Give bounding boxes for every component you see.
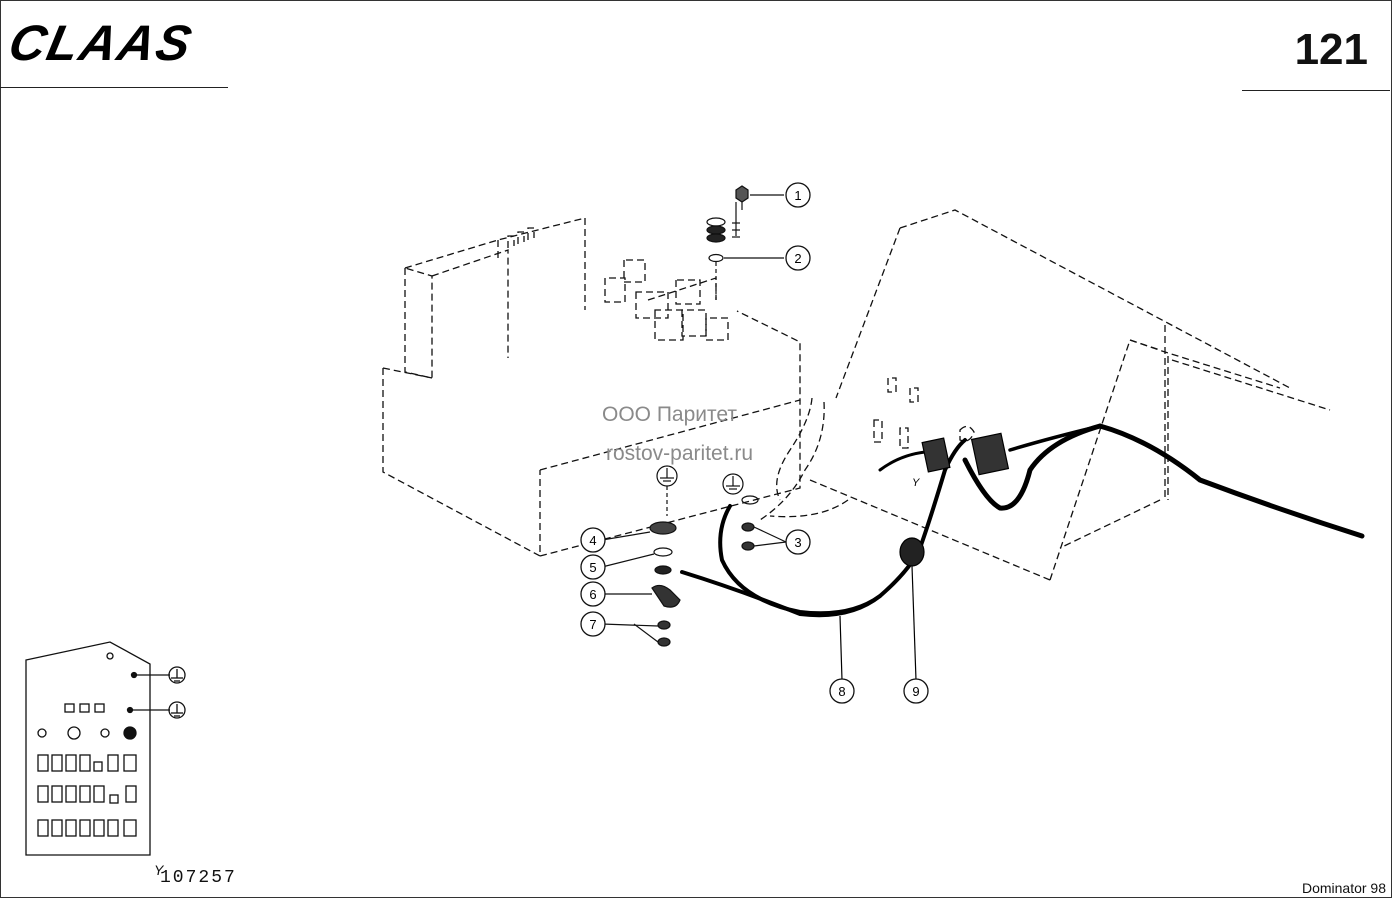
watermark-company: ООО Паритет bbox=[602, 403, 738, 426]
callout-2 bbox=[785, 245, 811, 271]
callout-9 bbox=[903, 678, 929, 704]
wiring-harness bbox=[680, 423, 1365, 618]
cab-wall-outline bbox=[809, 209, 1331, 581]
callout-4 bbox=[580, 527, 606, 553]
part-terminal-stack bbox=[601, 521, 681, 647]
callout-7-label: 7 bbox=[589, 617, 596, 632]
model-name: Dominator 98 bbox=[1301, 880, 1386, 896]
callout-3-label: 3 bbox=[794, 535, 801, 550]
part-screw-stack bbox=[706, 185, 784, 300]
inset-panel bbox=[25, 641, 186, 856]
control-box-outline bbox=[382, 217, 801, 558]
callouts bbox=[580, 182, 929, 704]
callout-4-label: 4 bbox=[589, 533, 596, 548]
callout-2-label: 2 bbox=[794, 251, 801, 266]
callout-8 bbox=[829, 678, 855, 704]
callout-1-label: 1 bbox=[794, 188, 801, 203]
page-number: 121 bbox=[1294, 25, 1368, 74]
callout-5-label: 5 bbox=[589, 560, 596, 575]
earth-symbol-b bbox=[722, 473, 744, 495]
callout-3 bbox=[785, 529, 811, 555]
callout-9-label: 9 bbox=[912, 684, 919, 699]
callout-8-label: 8 bbox=[838, 684, 845, 699]
callout-5 bbox=[580, 554, 606, 580]
header-rule-right bbox=[1242, 90, 1390, 91]
connectors bbox=[839, 432, 1010, 681]
inset-mark: Y bbox=[154, 862, 164, 878]
connector-mark: Y bbox=[912, 477, 920, 489]
callout-6 bbox=[580, 581, 606, 607]
callout-6-label: 6 bbox=[589, 587, 596, 602]
earth-symbol-a bbox=[656, 465, 678, 516]
callout-7 bbox=[580, 611, 606, 637]
callout-1 bbox=[785, 182, 811, 208]
drawing-code: 107257 bbox=[160, 868, 237, 888]
header-rule-left bbox=[0, 87, 228, 88]
part-nuts bbox=[741, 495, 787, 551]
watermark-url: rostov-paritet.ru bbox=[606, 442, 754, 465]
